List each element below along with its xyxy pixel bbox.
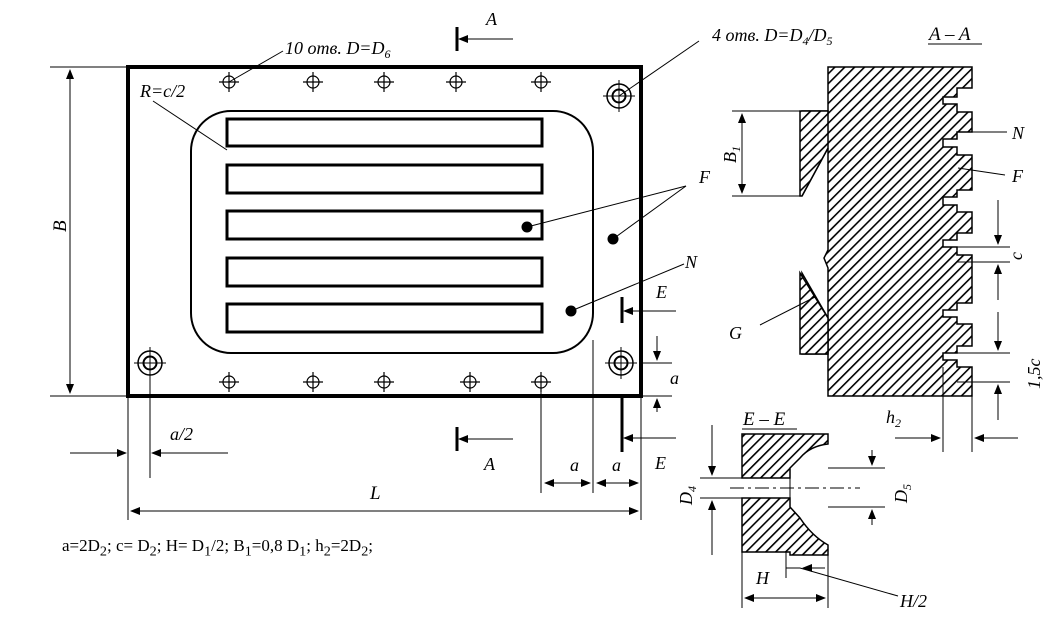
label-holes-10: 10 отв. D=D6 xyxy=(285,38,390,61)
dimension-c xyxy=(957,200,1010,300)
labels: A A A – A E E E – E 10 отв. D=D6 4 отв. … xyxy=(50,9,1044,611)
slot xyxy=(225,302,544,334)
formula-part: ; c= D xyxy=(107,536,150,555)
section-ee-lower xyxy=(741,497,829,556)
dimension-h xyxy=(741,552,829,608)
label-section-e-bottom: E xyxy=(654,453,666,473)
leader-radius xyxy=(152,100,228,151)
plan-view xyxy=(50,27,700,520)
groove-field xyxy=(190,110,594,354)
formula-part: =0,8 D xyxy=(251,536,300,555)
formula-part: a=2D xyxy=(62,536,100,555)
slot xyxy=(225,117,544,148)
hole-d4-d5 xyxy=(134,347,166,379)
hole-d6 xyxy=(446,72,466,92)
corner-holes xyxy=(134,80,637,379)
section-ee-view xyxy=(700,425,899,608)
label-n-section: N xyxy=(1011,123,1025,143)
dimension-b xyxy=(50,66,126,397)
dimension-a-right xyxy=(641,336,672,412)
label-radius: R=c/2 xyxy=(139,81,185,101)
leader-f-section xyxy=(957,167,1006,176)
leader-g-section xyxy=(759,296,816,326)
formula-sub: 2 xyxy=(361,543,369,560)
label-f-section: F xyxy=(1011,166,1024,186)
slot xyxy=(225,209,544,241)
label-f-plan: F xyxy=(698,167,711,187)
dimension-h-half xyxy=(785,552,899,597)
label-dim-h2: h2 xyxy=(886,407,901,430)
hole-d6 xyxy=(531,372,551,392)
hole-d6 xyxy=(219,372,239,392)
slots xyxy=(225,117,544,334)
formula-part: /2; B xyxy=(211,536,245,555)
label-dim-a-half: a/2 xyxy=(170,424,193,444)
dimension-l xyxy=(127,398,642,520)
hole-d6 xyxy=(303,72,323,92)
label-dim-l: L xyxy=(369,483,381,504)
hole-d4-d5 xyxy=(605,347,637,379)
label-section-e-top: E xyxy=(655,282,667,302)
dimension-a-half xyxy=(70,378,228,478)
leader-holes-4 xyxy=(618,40,700,97)
section-aa-view xyxy=(732,66,1018,452)
leader-f-slot xyxy=(521,185,687,233)
section-a-top-marker xyxy=(455,27,513,51)
label-dim-b: B xyxy=(50,220,71,232)
dimension-a-bottom xyxy=(540,340,639,493)
formula-line: a=2D2; c= D2; H= D1/2; B1=0,8 D1; h2=2D2… xyxy=(62,536,373,560)
formula-sub: 1 xyxy=(204,543,212,560)
leader-n xyxy=(565,263,685,317)
label-dim-h: H xyxy=(755,568,770,588)
label-section-a-top: A xyxy=(485,9,498,29)
label-dim-a-3: a xyxy=(670,368,679,388)
section-e-top-marker xyxy=(620,297,676,323)
section-aa-left-block xyxy=(799,110,829,197)
dimension-b1 xyxy=(732,110,800,197)
leader-holes-10 xyxy=(228,50,284,83)
dimension-d4 xyxy=(700,425,742,555)
dimension-1-5c xyxy=(957,312,1010,420)
hole-d6 xyxy=(374,372,394,392)
slot xyxy=(225,256,544,288)
hole-d6 xyxy=(531,72,551,92)
formula-sub: 1 xyxy=(299,543,307,560)
formula-sub: 2 xyxy=(149,543,157,560)
label-dim-d5: D5 xyxy=(891,484,914,504)
label-section-a-bottom: A xyxy=(483,454,496,474)
label-dim-c: c xyxy=(1006,252,1026,260)
label-dim-b1: B1 xyxy=(720,146,743,163)
section-e-bottom-marker xyxy=(620,398,676,452)
formula-part: ; h xyxy=(306,536,324,555)
slot xyxy=(225,163,544,195)
dimension-d5 xyxy=(828,450,885,525)
section-a-bottom-marker xyxy=(455,427,513,451)
formula-part: ; xyxy=(368,536,373,555)
leader-f-field xyxy=(607,185,687,245)
hole-d6 xyxy=(374,72,394,92)
formula-sub: 2 xyxy=(323,543,331,560)
formula-sub: 2 xyxy=(99,543,107,560)
formula-sub: 1 xyxy=(244,543,252,560)
hole-d6 xyxy=(460,372,480,392)
formula-part: ; H= D xyxy=(156,536,205,555)
label-dim-a-2: a xyxy=(612,455,621,475)
hole-d6 xyxy=(303,372,323,392)
formula-part: =2D xyxy=(330,536,362,555)
dimension-h2 xyxy=(895,367,1018,452)
plate-outline xyxy=(126,65,643,398)
label-dim-h-half: H/2 xyxy=(899,591,927,611)
label-n-plan: N xyxy=(684,252,698,272)
label-section-aa: A – A xyxy=(927,24,971,45)
label-dim-d4: D4 xyxy=(676,486,699,506)
label-g-section: G xyxy=(729,323,742,343)
label-dim-1-5c: 1,5c xyxy=(1024,359,1044,390)
section-aa-g-block xyxy=(799,270,829,355)
label-section-ee: E – E xyxy=(742,409,786,430)
label-dim-a-1: a xyxy=(570,455,579,475)
label-holes-4: 4 отв. D=D4/D5 xyxy=(712,25,832,48)
section-ee-upper xyxy=(741,433,829,479)
